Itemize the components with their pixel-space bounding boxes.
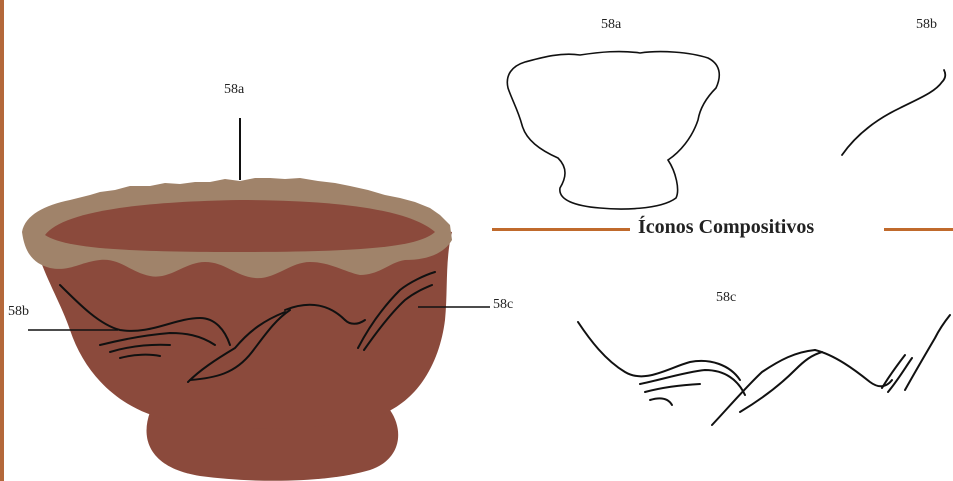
label-vessel-58a: 58a: [224, 82, 244, 98]
ceramic-vessel: [22, 118, 490, 481]
outline-58b-stroke: [842, 70, 945, 155]
label-vessel-58b: 58b: [8, 304, 29, 320]
label-outline-58a: 58a: [601, 17, 621, 33]
label-composite-58c: 58c: [716, 290, 736, 306]
label-vessel-58c: 58c: [493, 297, 513, 313]
section-divider-left: [492, 228, 630, 231]
section-divider-right: [884, 228, 953, 231]
composite-58c-lines: [578, 315, 950, 425]
label-outline-58b: 58b: [916, 17, 937, 33]
section-title: Íconos Compositivos: [638, 216, 814, 239]
outline-58a-shape: [507, 52, 719, 209]
